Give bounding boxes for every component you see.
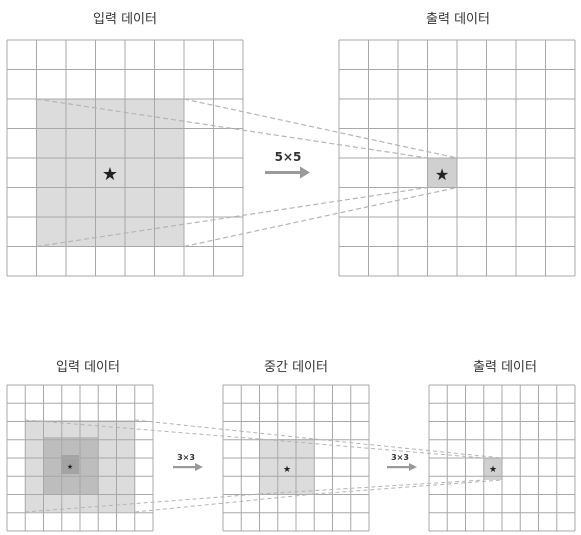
top-input-star-icon: ★ [102,164,118,185]
top-input-title: 입력 데이터 [93,12,157,27]
bottom-arrow2-icon [387,463,417,471]
top-output-grid [338,39,576,277]
top-kernel-label: 5×5 [274,150,302,164]
top-arrow-icon [265,166,310,179]
bottom-kernel1-label: 3×3 [177,453,195,462]
bottom-output-star-icon: ★ [489,465,497,475]
bottom-arrow1-icon [173,463,203,471]
top-input-grid [6,39,244,277]
bottom-input-star-icon: ★ [67,463,73,471]
bottom-middle-grid [222,384,370,532]
bottom-output-title: 출력 데이터 [473,360,537,375]
top-output-star-icon: ★ [435,165,449,184]
bottom-projection-lines-2 [259,438,503,495]
bottom-projection-lines-1 [24,419,315,513]
top-output-title: 출력 데이터 [426,12,490,27]
bottom-middle-title: 중간 데이터 [264,360,328,375]
bottom-output-grid [428,384,576,532]
top-projection-lines [36,98,458,248]
bottom-kernel2-label: 3×3 [391,453,409,462]
bottom-input-grid [6,384,154,532]
bottom-input-title: 입력 데이터 [56,360,120,375]
bottom-middle-star-icon: ★ [283,465,291,475]
